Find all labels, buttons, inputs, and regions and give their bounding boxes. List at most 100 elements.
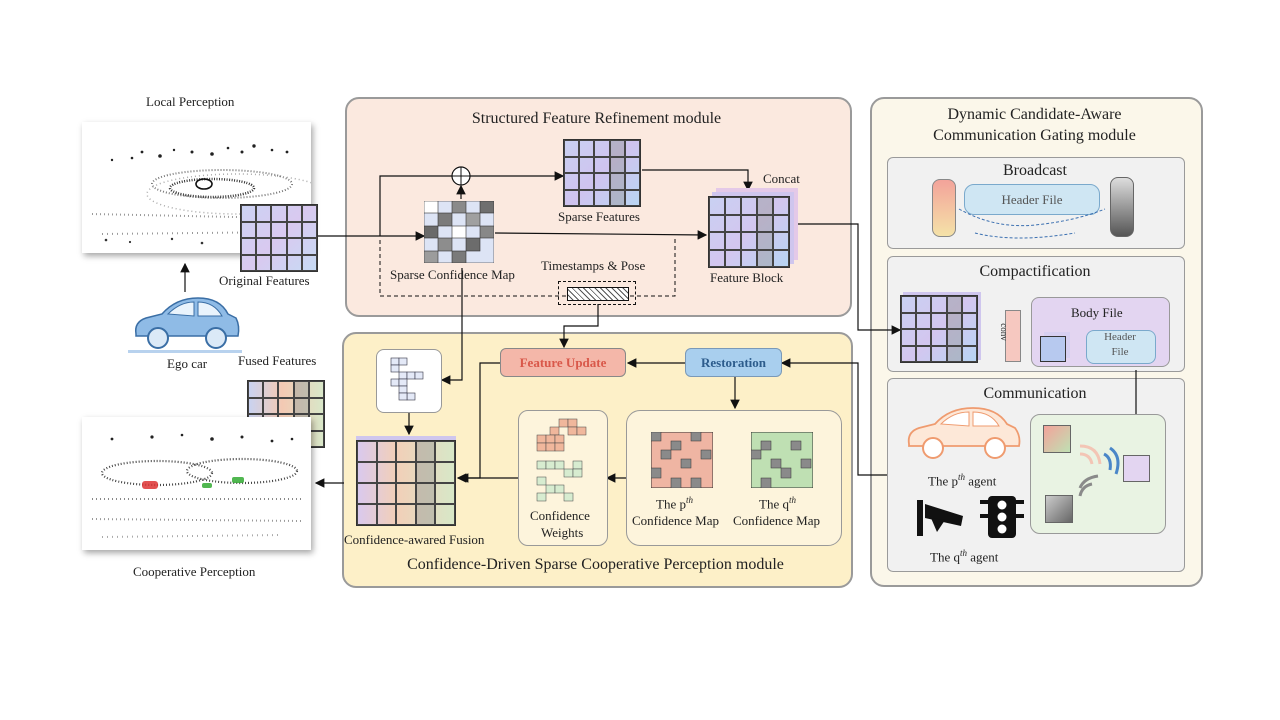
grid-cell <box>757 197 773 215</box>
grid-cell <box>594 156 610 173</box>
grid-cell <box>415 462 436 483</box>
feature-block-label: Feature Block <box>710 270 784 285</box>
restoration-button: Restoration <box>685 348 782 377</box>
grid-cell <box>271 205 287 222</box>
grid-cell <box>278 397 294 414</box>
grid-cell <box>357 462 377 483</box>
grid-cell <box>594 140 610 157</box>
grid-cell <box>624 189 640 206</box>
grid-cell <box>901 329 917 346</box>
grid-cell <box>415 441 436 462</box>
lidar-points-cooperative <box>82 417 311 550</box>
grid-cell <box>308 430 324 447</box>
grid-cell <box>624 156 640 173</box>
grid-cell <box>301 221 317 238</box>
p-agent-car-icon <box>907 407 1021 459</box>
broadcast-title: Broadcast <box>1003 162 1067 179</box>
sfr-module-title: Structured Feature Refinement module <box>471 110 722 127</box>
grid-cell <box>741 249 757 267</box>
grid-cell <box>725 214 741 232</box>
grid-cell <box>396 483 416 504</box>
confidence-weights-label-1: Confidence <box>530 508 590 523</box>
compact-header-file-box <box>1086 330 1156 364</box>
grid-cell <box>376 441 397 462</box>
grid-cell <box>961 312 977 329</box>
q-confidence-map-label-1: The qth <box>759 495 796 512</box>
grid-cell <box>248 397 264 414</box>
grid-cell <box>415 483 436 504</box>
grid-cell <box>435 441 455 462</box>
camera-icon <box>917 500 963 536</box>
grid-cell <box>916 329 932 346</box>
grid-cell <box>741 197 757 215</box>
grid-cell <box>946 312 962 329</box>
p-confidence-map <box>651 432 713 488</box>
grid-cell <box>579 156 595 173</box>
original-features-grid <box>240 204 318 272</box>
grid-cell <box>435 504 455 525</box>
compact-feature-grid <box>900 295 978 363</box>
grid-cell <box>271 221 287 238</box>
confidence-fusion-grid <box>356 440 456 526</box>
compactification-title: Compactification <box>979 263 1091 280</box>
grid-cell <box>241 221 257 238</box>
grid-cell <box>241 238 257 255</box>
grid-cell <box>725 232 741 250</box>
local-perception-label: Local Perception <box>146 94 235 109</box>
grid-cell <box>931 329 947 346</box>
grid-cell <box>961 345 977 362</box>
grid-cell <box>594 173 610 190</box>
broadcast-header-file: Header File <box>964 184 1100 215</box>
grid-cell <box>564 156 580 173</box>
broadcast-signal-arrows <box>958 208 1106 239</box>
sparse-confidence-map <box>424 201 494 263</box>
conv-label: conv <box>998 323 1009 341</box>
grid-cell <box>286 221 302 238</box>
grid-cell <box>916 312 932 329</box>
grid-cell <box>741 214 757 232</box>
timestamps-pose-box <box>558 281 636 305</box>
feature-update-button: Feature Update <box>500 348 626 377</box>
grid-cell <box>248 381 264 398</box>
p-agent-label: The pth agent <box>928 472 997 489</box>
communication-title: Communication <box>983 385 1087 402</box>
grid-cell <box>301 238 317 255</box>
cdsc-module-title: Confidence-Driven Sparse Cooperative Per… <box>407 556 784 573</box>
ego-car-icon <box>128 297 242 353</box>
grid-cell <box>916 296 932 313</box>
grid-cell <box>757 249 773 267</box>
body-file-cube <box>1040 336 1066 362</box>
cooperative-perception-label: Cooperative Perception <box>133 564 256 579</box>
traffic-light-icon <box>980 496 1024 538</box>
body-file-label: Body File <box>1071 305 1123 320</box>
grid-cell <box>256 238 272 255</box>
grid-cell <box>564 173 580 190</box>
grid-cell <box>773 197 789 215</box>
grid-cell <box>357 483 377 504</box>
p-confidence-map-label-2: Confidence Map <box>632 513 720 528</box>
dcacg-module-title-line1: Dynamic Candidate-Aware <box>947 106 1122 123</box>
grid-cell <box>773 232 789 250</box>
q-agent-label: The qth agent <box>930 548 999 565</box>
grid-cell <box>293 381 309 398</box>
p-confidence-map-label-1: The pth <box>656 495 693 512</box>
dcacg-module-title-line2: Communication Gating module <box>933 127 1136 144</box>
ego-car-label: Ego car <box>167 356 208 371</box>
grid-cell <box>624 140 640 157</box>
grid-cell <box>624 173 640 190</box>
grid-cell <box>579 173 595 190</box>
grid-cell <box>946 329 962 346</box>
q-confidence-map-label-2: Confidence Map <box>733 513 821 528</box>
sparse-features-grid <box>563 139 641 207</box>
sparse-features-label: Sparse Features <box>558 209 640 224</box>
grid-cell <box>396 504 416 525</box>
grid-cell <box>278 381 294 398</box>
confidence-weights-box <box>518 410 608 546</box>
wireless-signal-icons <box>1078 444 1120 497</box>
feature-block-grid <box>708 196 790 268</box>
grid-cell <box>256 254 272 271</box>
broadcast-agent-left <box>932 179 956 237</box>
grid-cell <box>435 483 455 504</box>
grid-cell <box>946 345 962 362</box>
grid-cell <box>396 441 416 462</box>
